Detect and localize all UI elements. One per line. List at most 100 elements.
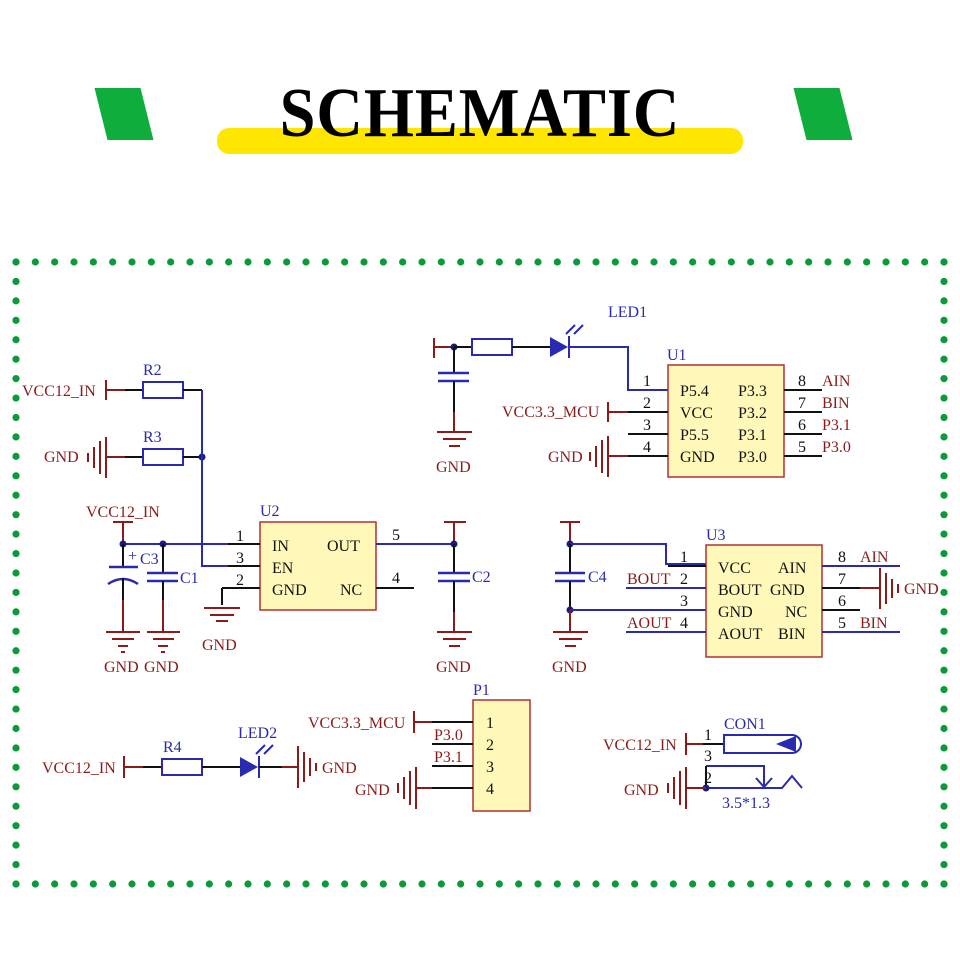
border-dot bbox=[863, 258, 871, 266]
u1-pin-name: GND bbox=[680, 449, 715, 466]
border-dot bbox=[553, 258, 561, 266]
border-dot bbox=[12, 530, 20, 538]
border-dot bbox=[109, 880, 117, 888]
border-dot bbox=[12, 783, 20, 791]
border-dot bbox=[12, 258, 20, 266]
gnd-label-c2: GND bbox=[436, 659, 471, 676]
border-dot bbox=[70, 258, 78, 266]
u2-pin-name: OUT bbox=[327, 538, 360, 555]
input-capacitors: VCC12_IN + C3 C1 GND bbox=[86, 504, 260, 676]
border-dot bbox=[399, 880, 407, 888]
p1-net-label: P3.0 bbox=[434, 727, 463, 744]
u1-designator: U1 bbox=[667, 347, 687, 364]
u3-designator: U3 bbox=[706, 527, 726, 544]
border-dot bbox=[592, 258, 600, 266]
gnd-label-c3: GND bbox=[104, 659, 139, 676]
gnd-label-c4: GND bbox=[552, 659, 587, 676]
border-dot bbox=[669, 880, 677, 888]
border-dot bbox=[940, 608, 948, 616]
con1-net-vcc12: VCC12_IN bbox=[603, 737, 677, 754]
border-dot bbox=[128, 880, 136, 888]
p1-net-label: P3.1 bbox=[434, 749, 463, 766]
border-dot bbox=[940, 336, 948, 344]
gnd-symbol-r3 bbox=[87, 437, 107, 478]
border-dot bbox=[12, 413, 20, 422]
border-dot bbox=[940, 511, 948, 519]
u3-pin-name: BIN bbox=[778, 626, 806, 643]
border-dot bbox=[12, 355, 20, 363]
u1-pin-num: 1 bbox=[643, 373, 651, 390]
border-dot bbox=[940, 822, 948, 830]
border-dot bbox=[940, 394, 948, 402]
border-dot bbox=[12, 860, 20, 869]
border-dot bbox=[495, 258, 503, 266]
border-dot bbox=[476, 258, 484, 266]
border-dot bbox=[940, 375, 948, 383]
resistor-r2 bbox=[142, 381, 184, 399]
u2-body bbox=[259, 521, 377, 611]
border-dot bbox=[437, 258, 445, 266]
border-dot bbox=[31, 258, 39, 266]
border-dot bbox=[205, 258, 213, 266]
border-dot bbox=[534, 258, 542, 266]
net-label-gnd-r3: GND bbox=[44, 449, 79, 466]
net-label-vcc33-u1: VCC3.3_MCU bbox=[502, 404, 600, 421]
border-dot bbox=[805, 880, 813, 888]
border-dot bbox=[940, 724, 948, 733]
border-dot bbox=[225, 880, 233, 888]
u2-pin-num: 4 bbox=[392, 570, 400, 587]
header-banner: SCHEMATIC bbox=[0, 0, 960, 200]
border-dot bbox=[940, 530, 948, 538]
border-dot bbox=[12, 297, 20, 305]
border-dot bbox=[457, 880, 465, 888]
u3-pin-name: AIN bbox=[778, 560, 807, 577]
border-dot bbox=[940, 258, 948, 266]
u2-pin-num: 2 bbox=[236, 572, 244, 589]
u1-net-label: P3.1 bbox=[822, 417, 851, 434]
con1-dc-jack: VCC12_IN CON1 1 3 2 GND 3.5*1.3 bbox=[603, 716, 803, 812]
border-dot bbox=[592, 880, 600, 888]
border-dot bbox=[12, 336, 20, 344]
border-dot bbox=[940, 783, 948, 791]
border-dot bbox=[940, 277, 948, 286]
u1-pin-name: P3.3 bbox=[738, 383, 767, 400]
border-dot bbox=[940, 297, 948, 305]
border-dot bbox=[12, 822, 20, 830]
border-dot bbox=[940, 686, 948, 694]
border-dot bbox=[515, 880, 523, 888]
border-dot bbox=[843, 880, 851, 888]
border-dot bbox=[495, 880, 503, 888]
gnd-label-u1: GND bbox=[548, 449, 583, 466]
led1-indicator: LED1 GND bbox=[433, 304, 668, 476]
border-dot bbox=[940, 452, 948, 460]
border-dot bbox=[205, 880, 213, 888]
border-dot bbox=[186, 258, 194, 266]
net-label-vcc12-caps: VCC12_IN bbox=[86, 504, 160, 521]
power-led2: VCC12_IN R4 LED2 GND bbox=[42, 725, 357, 788]
u1-pin-num: 8 bbox=[798, 373, 806, 390]
border-dot bbox=[12, 686, 20, 694]
border-dot bbox=[360, 258, 368, 266]
gnd-label-led2: GND bbox=[322, 760, 357, 777]
border-dot bbox=[863, 880, 871, 888]
con1-pin-num: 3 bbox=[704, 748, 712, 765]
label-c3: C3 bbox=[140, 551, 159, 568]
u1-pin-num: 2 bbox=[643, 395, 651, 412]
con1-barrel bbox=[723, 734, 802, 754]
p1-pin-num: 2 bbox=[486, 737, 494, 754]
con1-designator: CON1 bbox=[724, 716, 766, 733]
con1-pin-num: 1 bbox=[704, 727, 712, 744]
page-title: SCHEMATIC bbox=[279, 75, 681, 152]
p1-net-label: VCC3.3_MCU bbox=[308, 715, 406, 732]
border-dot bbox=[283, 258, 291, 266]
border-dot bbox=[940, 880, 948, 888]
border-dot bbox=[12, 588, 20, 597]
border-dot bbox=[940, 647, 948, 655]
border-dot bbox=[843, 258, 851, 266]
con1-size: 3.5*1.3 bbox=[722, 795, 770, 812]
border-dot bbox=[824, 880, 832, 888]
border-dot bbox=[128, 258, 136, 266]
border-dot bbox=[263, 258, 271, 266]
border-dot bbox=[12, 511, 20, 519]
border-dot bbox=[12, 569, 20, 577]
